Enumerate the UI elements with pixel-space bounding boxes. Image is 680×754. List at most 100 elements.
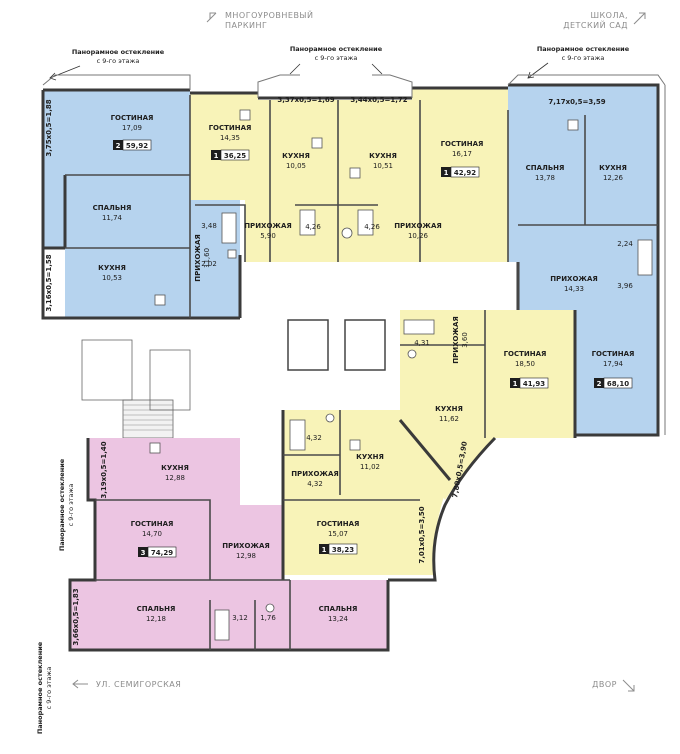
- parking-label-2: ПАРКИНГ: [225, 21, 267, 30]
- svg-text:14,33: 14,33: [564, 285, 584, 293]
- svg-text:3,60: 3,60: [461, 332, 469, 348]
- svg-text:1: 1: [444, 169, 449, 177]
- parking-direction: МНОГОУРОВНЕВЫЙ ПАРКИНГ: [206, 9, 313, 30]
- svg-text:ПРИХОЖАЯ: ПРИХОЖАЯ: [394, 222, 442, 230]
- svg-text:3: 3: [141, 549, 146, 557]
- svg-text:12,88: 12,88: [165, 474, 185, 482]
- svg-text:ГОСТИНАЯ: ГОСТИНАЯ: [317, 520, 360, 528]
- svg-text:4,32: 4,32: [307, 480, 323, 488]
- balcony-outlines: [42, 74, 666, 435]
- school-direction: ШКОЛА, ДЕТСКИЙ САД: [563, 11, 646, 30]
- street-direction: УЛ. СЕМИГОРСКАЯ: [72, 679, 181, 689]
- svg-text:10,26: 10,26: [408, 232, 429, 240]
- svg-text:Панорамное остекление: Панорамное остекление: [537, 45, 630, 53]
- glazing-note-right-top: Панорамное остекление с 9-го этажа: [527, 45, 630, 79]
- svg-text:Панорамное остекление: Панорамное остекление: [36, 641, 44, 734]
- svg-text:14,70: 14,70: [142, 530, 162, 538]
- svg-text:2: 2: [116, 142, 121, 150]
- apartment-42-92[interactable]: [338, 88, 508, 262]
- svg-text:38,23: 38,23: [332, 546, 354, 554]
- apartment-38-23[interactable]: [283, 410, 450, 575]
- bathroom-areas: 3,48 2,02 4,26 4,26 2,24 3,96 4,31 4,32 …: [201, 222, 633, 622]
- svg-text:3,12: 3,12: [232, 614, 248, 622]
- svg-text:КУХНЯ: КУХНЯ: [282, 152, 310, 160]
- svg-text:КУХНЯ: КУХНЯ: [98, 264, 126, 272]
- svg-text:СПАЛЬНЯ: СПАЛЬНЯ: [137, 605, 176, 613]
- svg-text:1,76: 1,76: [260, 614, 276, 622]
- svg-text:ПРИХОЖАЯ: ПРИХОЖАЯ: [244, 222, 292, 230]
- svg-text:4,31: 4,31: [414, 339, 430, 347]
- svg-text:с 9-го этажа: с 9-го этажа: [97, 57, 140, 65]
- school-label-2: ДЕТСКИЙ САД: [563, 19, 628, 30]
- svg-text:с 9-го этажа: с 9-го этажа: [562, 54, 605, 62]
- svg-text:11,62: 11,62: [439, 415, 459, 423]
- glazing-note-left-top: Панорамное остекление с 9-го этажа: [49, 48, 165, 81]
- svg-text:11,02: 11,02: [360, 463, 380, 471]
- svg-text:ГОСТИНАЯ: ГОСТИНАЯ: [131, 520, 174, 528]
- svg-text:ГОСТИНАЯ: ГОСТИНАЯ: [592, 350, 635, 358]
- svg-text:3,66x0,5=1,83: 3,66x0,5=1,83: [72, 588, 80, 645]
- svg-text:2,02: 2,02: [201, 260, 217, 268]
- svg-text:12,26: 12,26: [603, 174, 624, 182]
- svg-text:КУХНЯ: КУХНЯ: [356, 453, 384, 461]
- svg-text:ПРИХОЖАЯ: ПРИХОЖАЯ: [452, 316, 460, 364]
- svg-text:17,09: 17,09: [122, 124, 142, 132]
- svg-text:11,60: 11,60: [203, 248, 211, 268]
- svg-text:36,25: 36,25: [224, 152, 246, 160]
- apartment-41-93[interactable]: [400, 310, 575, 500]
- svg-text:ПРИХОЖАЯ: ПРИХОЖАЯ: [550, 275, 598, 283]
- svg-text:ГОСТИНАЯ: ГОСТИНАЯ: [111, 114, 154, 122]
- street-label: УЛ. СЕМИГОРСКАЯ: [96, 680, 181, 689]
- bath-fixtures: [149, 109, 653, 641]
- svg-text:4,26: 4,26: [364, 223, 380, 231]
- svg-text:41,93: 41,93: [523, 380, 545, 388]
- svg-text:СПАЛЬНЯ: СПАЛЬНЯ: [526, 164, 565, 172]
- room-labels: ГОСТИНАЯ 17,09 СПАЛЬНЯ 11,74 КУХНЯ 10,53…: [93, 114, 635, 623]
- svg-text:12,18: 12,18: [146, 615, 166, 623]
- apartment-74-29[interactable]: [70, 438, 388, 650]
- arrow-left-icon: [72, 679, 88, 689]
- svg-text:ГОСТИНАЯ: ГОСТИНАЯ: [209, 124, 252, 132]
- svg-text:18,50: 18,50: [515, 360, 535, 368]
- svg-text:14,35: 14,35: [220, 134, 240, 142]
- svg-text:КУХНЯ: КУХНЯ: [369, 152, 397, 160]
- svg-text:15,07: 15,07: [328, 530, 348, 538]
- svg-text:5,90: 5,90: [260, 232, 276, 240]
- svg-text:1: 1: [214, 152, 219, 160]
- svg-text:с 9-го этажа: с 9-го этажа: [315, 54, 358, 62]
- parking-label-1: МНОГОУРОВНЕВЫЙ: [225, 9, 313, 20]
- yard-label: ДВОР: [592, 680, 617, 689]
- badge-59-92: 2 59,92: [113, 139, 152, 151]
- svg-text:СПАЛЬНЯ: СПАЛЬНЯ: [93, 204, 132, 212]
- svg-text:КУХНЯ: КУХНЯ: [161, 464, 189, 472]
- glazing-note-left-bottom: Панорамное остекление с 9-го этажа: [36, 641, 53, 734]
- svg-text:74,29: 74,29: [151, 549, 173, 557]
- elevator-shafts: [287, 319, 386, 371]
- svg-text:42,92: 42,92: [454, 169, 476, 177]
- svg-text:Панорамное остекление: Панорамное остекление: [290, 45, 383, 53]
- interior-walls: [65, 95, 658, 650]
- svg-text:КУХНЯ: КУХНЯ: [435, 405, 463, 413]
- apartment-68-10[interactable]: [508, 85, 658, 435]
- svg-text:ПРИХОЖАЯ: ПРИХОЖАЯ: [222, 542, 270, 550]
- svg-text:11,74: 11,74: [102, 214, 123, 222]
- svg-text:17,94: 17,94: [603, 360, 624, 368]
- svg-text:16,17: 16,17: [452, 150, 472, 158]
- glazing-note-left-mid: Панорамное остекление с 9-го этажа: [58, 458, 75, 551]
- svg-text:10,51: 10,51: [373, 162, 393, 170]
- badge-42-92: 1 42,92: [441, 166, 480, 178]
- svg-text:68,10: 68,10: [607, 380, 629, 388]
- badge-68-10: 2 68,10: [594, 377, 633, 389]
- yard-direction: ДВОР: [592, 679, 635, 692]
- svg-text:10,05: 10,05: [286, 162, 306, 170]
- svg-text:с 9-го этажа: с 9-го этажа: [67, 484, 75, 527]
- exterior-walls: [41, 83, 660, 652]
- svg-text:Панорамное остекление: Панорамное остекление: [58, 458, 66, 551]
- svg-text:ГОСТИНАЯ: ГОСТИНАЯ: [441, 140, 484, 148]
- arrow-down-right-icon: [622, 679, 635, 692]
- svg-text:2: 2: [597, 380, 602, 388]
- svg-text:4,26: 4,26: [305, 223, 321, 231]
- badge-41-93: 1 41,93: [510, 377, 549, 389]
- svg-text:7,17x0,5=3,59: 7,17x0,5=3,59: [548, 98, 605, 106]
